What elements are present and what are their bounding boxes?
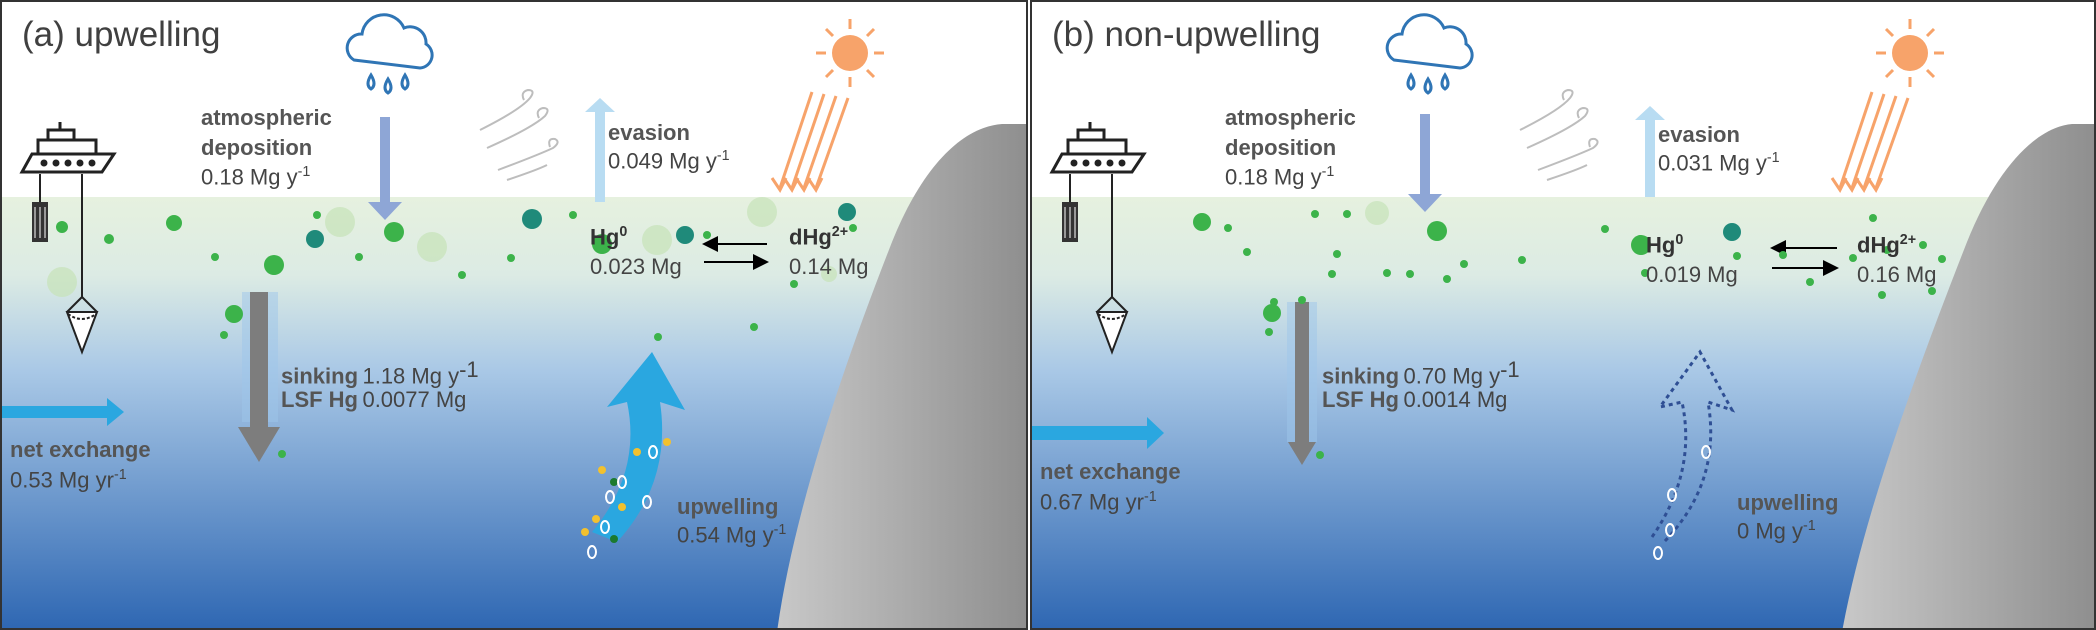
ship-icon [1049,122,1147,174]
dhg-value: 0.14 Mg [789,254,869,279]
evasion-label: evasion [608,120,690,145]
sediment-trap-icon [32,174,48,242]
upwelling-label: upwelling [1737,490,1839,515]
dhg-label: dHg2+ [1857,232,1917,258]
upwelling-value: 0 Mg y-1 [1737,518,1816,544]
upwelling-value: 0.54 Mg y-1 [677,522,787,548]
upwelling-arrow [592,352,685,542]
sampler-icon [65,174,99,355]
coastline-shape [777,124,1026,628]
evasion-arrow [1635,106,1665,197]
sinking-line: sinking 0.70 Mg y-1 [1322,357,1520,389]
upwelling-particles [1653,445,1711,560]
lsf-line: LSF Hg 0.0014 Mg [1322,387,1508,412]
sun-icon [1830,19,1944,193]
deposition-label-2: deposition [201,135,313,160]
lsf-line: LSF Hg 0.0077 Mg [281,387,467,412]
sun-icon [770,19,884,193]
evasion-arrow [585,98,615,202]
deposition-arrow [1408,114,1442,212]
particles [47,197,857,458]
evasion-value: 0.031 Mg y-1 [1658,150,1780,176]
sinking-arrow [1287,302,1317,465]
sinking-line: sinking 1.18 Mg y-1 [281,357,479,389]
panel-b-scene [1032,13,2094,628]
net-exchange-arrow [2,398,124,426]
upwelling-arrow-dotted [1650,349,1736,544]
ship-icon [19,122,117,174]
net-exchange-value: 0.53 Mg yr-1 [10,467,127,493]
dhg-value: 0.16 Mg [1857,262,1937,287]
sinking-arrow [238,292,280,462]
rain-cloud-icon [1385,13,1474,95]
hg0-label: Hg0 [1646,232,1684,258]
panel-non-upwelling: (b) non-upwelling atmospheric deposition… [1030,0,2096,630]
panel-upwelling: (a) upwelling atmospheric deposition 0.1… [0,0,1028,630]
sediment-trap-icon [1062,174,1078,242]
deposition-value: 0.18 Mg y-1 [1225,164,1335,190]
deposition-label-1: atmospheric [1225,105,1356,130]
wind-icon [479,88,559,181]
deposition-label-2: deposition [1225,135,1337,160]
evasion-label: evasion [1658,122,1740,147]
coastline-shape [1842,124,2094,628]
rain-cloud-icon [345,13,434,95]
hg0-value: 0.023 Mg [590,254,682,279]
sampler-icon [1095,174,1129,355]
deposition-value: 0.18 Mg y-1 [201,164,311,190]
net-exchange-value: 0.67 Mg yr-1 [1040,489,1157,515]
panel-a-scene [2,13,1026,628]
upwelling-particles [581,438,671,559]
upwelling-label: upwelling [677,494,779,519]
hg0-value: 0.019 Mg [1646,262,1738,287]
evasion-value: 0.049 Mg y-1 [608,148,730,174]
net-exchange-label: net exchange [10,437,151,462]
deposition-label-1: atmospheric [201,105,332,130]
particles [1193,201,1946,459]
dhg-label: dHg2+ [789,224,849,250]
wind-icon [1519,88,1599,181]
deposition-arrow [368,117,402,220]
net-exchange-label: net exchange [1040,459,1181,484]
panel-title: (a) upwelling [22,15,221,54]
hg0-label: Hg0 [590,224,628,250]
panel-title: (b) non-upwelling [1052,15,1321,54]
net-exchange-arrow [1032,417,1164,449]
